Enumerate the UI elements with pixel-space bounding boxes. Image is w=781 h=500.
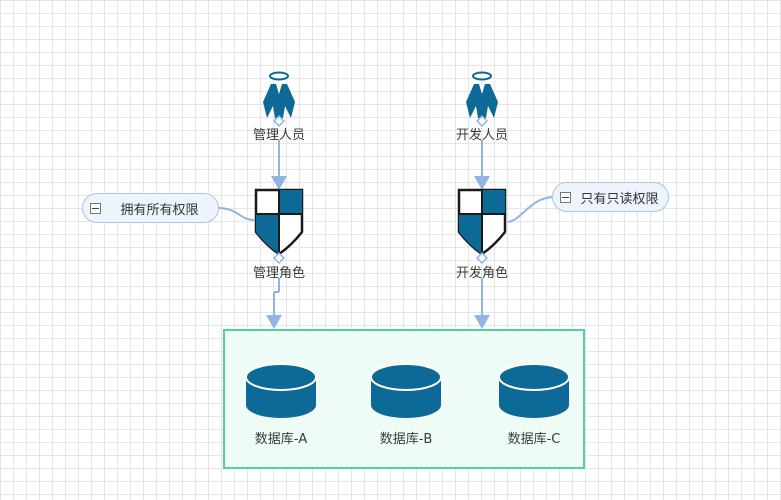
admin-role-shield-icon[interactable] bbox=[254, 188, 304, 256]
admin-person-port-icon[interactable] bbox=[272, 114, 286, 128]
database-c-label: 数据库-C bbox=[507, 432, 561, 447]
database-a-icon[interactable] bbox=[245, 363, 317, 418]
collapse-icon[interactable] bbox=[560, 191, 571, 203]
admin-permission-note-text: 拥有所有权限 bbox=[120, 202, 199, 218]
admin-permission-note[interactable]: 拥有所有权限 bbox=[82, 193, 219, 223]
dev-role-port-icon[interactable] bbox=[475, 251, 489, 265]
dev-role-label: 开发角色 bbox=[455, 266, 509, 281]
dev-permission-note-text: 只有只读权限 bbox=[580, 191, 659, 207]
database-group-container[interactable]: 数据库-A 数据库-B 数据库-C bbox=[223, 329, 585, 469]
admin-person-icon[interactable] bbox=[263, 71, 295, 119]
database-b-label: 数据库-B bbox=[379, 432, 433, 447]
connector-admin-note[interactable] bbox=[217, 207, 255, 221]
dev-person-port-icon[interactable] bbox=[475, 114, 489, 128]
dev-person-icon[interactable] bbox=[466, 71, 498, 119]
dev-role-shield-icon[interactable] bbox=[457, 188, 507, 256]
database-icons-layer bbox=[245, 363, 570, 418]
admin-role-port-icon[interactable] bbox=[272, 251, 286, 265]
database-b-icon[interactable] bbox=[370, 363, 442, 418]
collapse-icon[interactable] bbox=[90, 202, 101, 214]
database-a-label: 数据库-A bbox=[254, 432, 308, 447]
dev-person-label: 开发人员 bbox=[455, 128, 509, 143]
admin-person-label: 管理人员 bbox=[252, 128, 306, 143]
dev-permission-note[interactable]: 只有只读权限 bbox=[552, 182, 669, 212]
admin-role-label: 管理角色 bbox=[252, 266, 306, 281]
connector-dev-note[interactable] bbox=[507, 196, 554, 223]
database-c-icon[interactable] bbox=[498, 363, 570, 418]
